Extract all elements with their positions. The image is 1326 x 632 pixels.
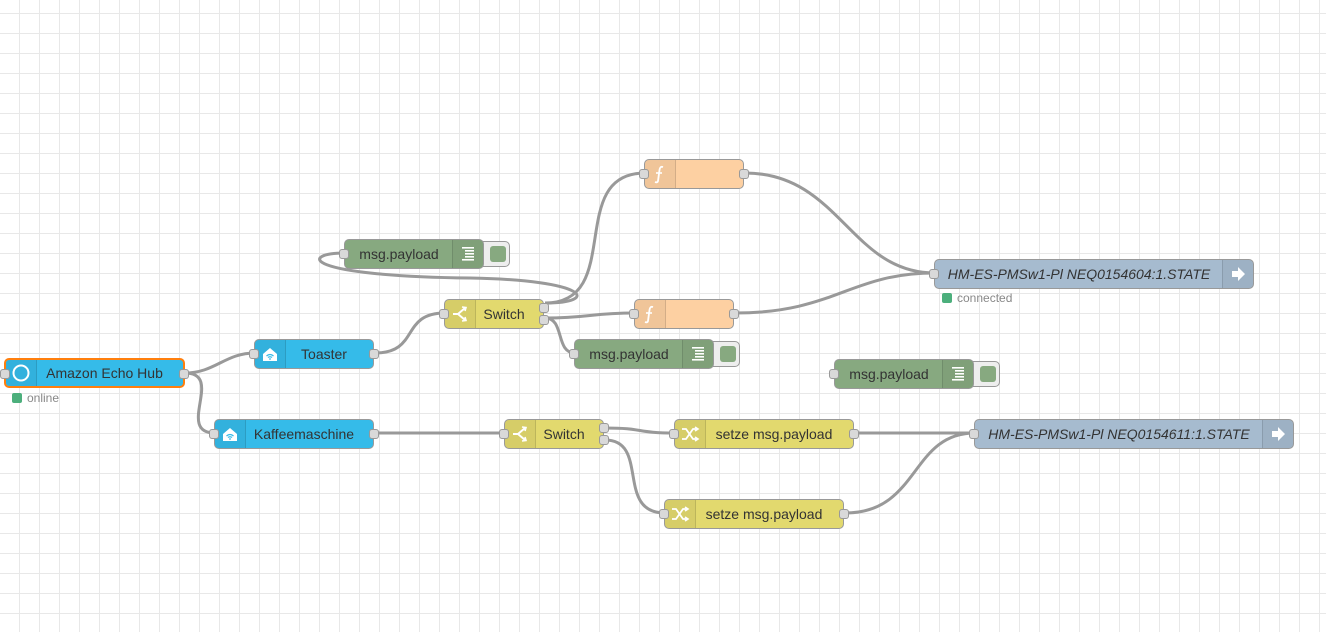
input-port[interactable]	[639, 169, 649, 179]
change-node-2[interactable]: setze msg.payload	[659, 499, 849, 529]
debug-icon	[942, 360, 973, 388]
node-label: setze msg.payload	[715, 426, 833, 442]
arrow-right-icon	[1262, 420, 1293, 448]
wire-func1-ccu1	[744, 171, 936, 275]
output-port-2[interactable]	[539, 315, 549, 325]
output-port-1[interactable]	[539, 303, 549, 313]
node-label: msg.payload	[359, 246, 439, 262]
node-label	[675, 160, 733, 188]
node-label: msg.payload	[849, 366, 929, 382]
function-icon	[635, 300, 666, 328]
node-label: msg.payload	[589, 346, 669, 362]
node-label: HM-ES-PMSw1-Pl NEQ0154604:1.STATE	[947, 266, 1211, 282]
input-port[interactable]	[659, 509, 669, 519]
node-label: Switch	[543, 426, 585, 442]
function-icon	[645, 160, 676, 188]
debug-toggle-square	[720, 346, 736, 362]
output-port[interactable]	[849, 429, 859, 439]
node-label: Amazon Echo Hub	[46, 365, 163, 381]
shuffle-icon	[665, 500, 696, 528]
ccu1-status: connected	[942, 291, 1012, 305]
function-node-1[interactable]	[639, 159, 749, 189]
wire-switch2-change1	[604, 426, 676, 435]
output-port-2[interactable]	[599, 435, 609, 445]
wire-switch2-change2	[604, 438, 666, 515]
switch-node-2[interactable]: Switch	[499, 419, 609, 449]
switch-icon	[445, 300, 476, 328]
debug-toggle-square	[490, 246, 506, 262]
node-label	[665, 300, 723, 328]
input-port[interactable]	[439, 309, 449, 319]
node-label: Kaffeemaschine	[253, 426, 355, 442]
input-port[interactable]	[669, 429, 679, 439]
output-port[interactable]	[369, 349, 379, 359]
input-port[interactable]	[0, 369, 10, 379]
input-port[interactable]	[249, 349, 259, 359]
alexa-ring-icon	[6, 360, 37, 386]
homematic-output-node-1[interactable]: HM-ES-PMSw1-Pl NEQ0154604:1.STATE	[929, 259, 1254, 289]
switch-node-1[interactable]: Switch	[439, 299, 549, 329]
change-node-1[interactable]: setze msg.payload	[669, 419, 859, 449]
hub-status: online	[12, 391, 59, 405]
debug-icon	[682, 340, 713, 368]
wire-switch1-func2	[544, 311, 636, 320]
input-port[interactable]	[499, 429, 509, 439]
output-port[interactable]	[179, 369, 189, 379]
output-port[interactable]	[369, 429, 379, 439]
toaster-node[interactable]: Toaster	[249, 339, 379, 369]
arrow-right-icon	[1222, 260, 1253, 288]
amazon-echo-hub-node[interactable]: Amazon Echo Hub	[0, 358, 189, 388]
output-port[interactable]	[839, 509, 849, 519]
function-node-2[interactable]	[629, 299, 739, 329]
debug-toggle-square	[980, 366, 996, 382]
status-dot	[12, 393, 22, 403]
debug-icon	[452, 240, 483, 268]
switch-icon	[505, 420, 536, 448]
wire-switch1-func1	[544, 171, 646, 305]
wire-switch1-debug2	[544, 316, 576, 355]
wire-toaster-switch1	[374, 311, 446, 355]
homematic-output-node-2[interactable]: HM-ES-PMSw1-Pl NEQ0154611:1.STATE	[969, 419, 1294, 449]
wire-change2-ccu2	[844, 431, 976, 515]
output-port-1[interactable]	[599, 423, 609, 433]
smart-home-icon	[255, 340, 286, 368]
input-port[interactable]	[629, 309, 639, 319]
wire-hub-toaster	[184, 351, 256, 375]
input-port[interactable]	[929, 269, 939, 279]
debug-node-1[interactable]: msg.payload	[339, 239, 484, 269]
input-port[interactable]	[339, 249, 349, 259]
status-text: online	[27, 391, 60, 405]
wire-hub-kaffee	[184, 371, 216, 435]
input-port[interactable]	[209, 429, 219, 439]
node-label: Switch	[483, 306, 525, 322]
kaffeemaschine-node[interactable]: Kaffeemaschine	[209, 419, 379, 449]
status-dot	[942, 293, 952, 303]
smart-home-icon	[215, 420, 246, 448]
wire-func2-ccu1	[734, 271, 936, 315]
debug-node-2[interactable]: msg.payload	[569, 339, 714, 369]
output-port[interactable]	[739, 169, 749, 179]
input-port[interactable]	[829, 369, 839, 379]
input-port[interactable]	[569, 349, 579, 359]
node-label: HM-ES-PMSw1-Pl NEQ0154611:1.STATE	[988, 426, 1250, 442]
status-text: connected	[957, 291, 1013, 305]
debug-node-3[interactable]: msg.payload	[829, 359, 974, 389]
output-port[interactable]	[729, 309, 739, 319]
shuffle-icon	[675, 420, 706, 448]
node-label: Toaster	[301, 346, 347, 362]
input-port[interactable]	[969, 429, 979, 439]
node-label: setze msg.payload	[705, 506, 823, 522]
